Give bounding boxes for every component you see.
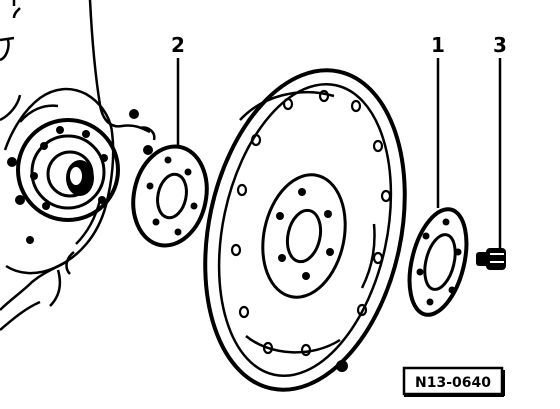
part-label-3: 3	[493, 33, 507, 57]
drive-plate	[203, 68, 407, 392]
reinforcement-plate	[407, 207, 469, 317]
engine-block	[0, 0, 156, 331]
spacer-plate	[131, 144, 209, 248]
part-label-1: 1	[431, 33, 445, 57]
bolt	[476, 248, 506, 270]
crankshaft-flange	[7, 109, 153, 244]
leader-lines	[176, 58, 502, 248]
drive-plate-holes	[230, 89, 392, 357]
reference-code-box: N13-0640	[402, 366, 505, 397]
hub-bolt-holes	[276, 188, 334, 280]
part-label-2: 2	[171, 33, 185, 57]
reference-code: N13-0640	[415, 375, 491, 391]
